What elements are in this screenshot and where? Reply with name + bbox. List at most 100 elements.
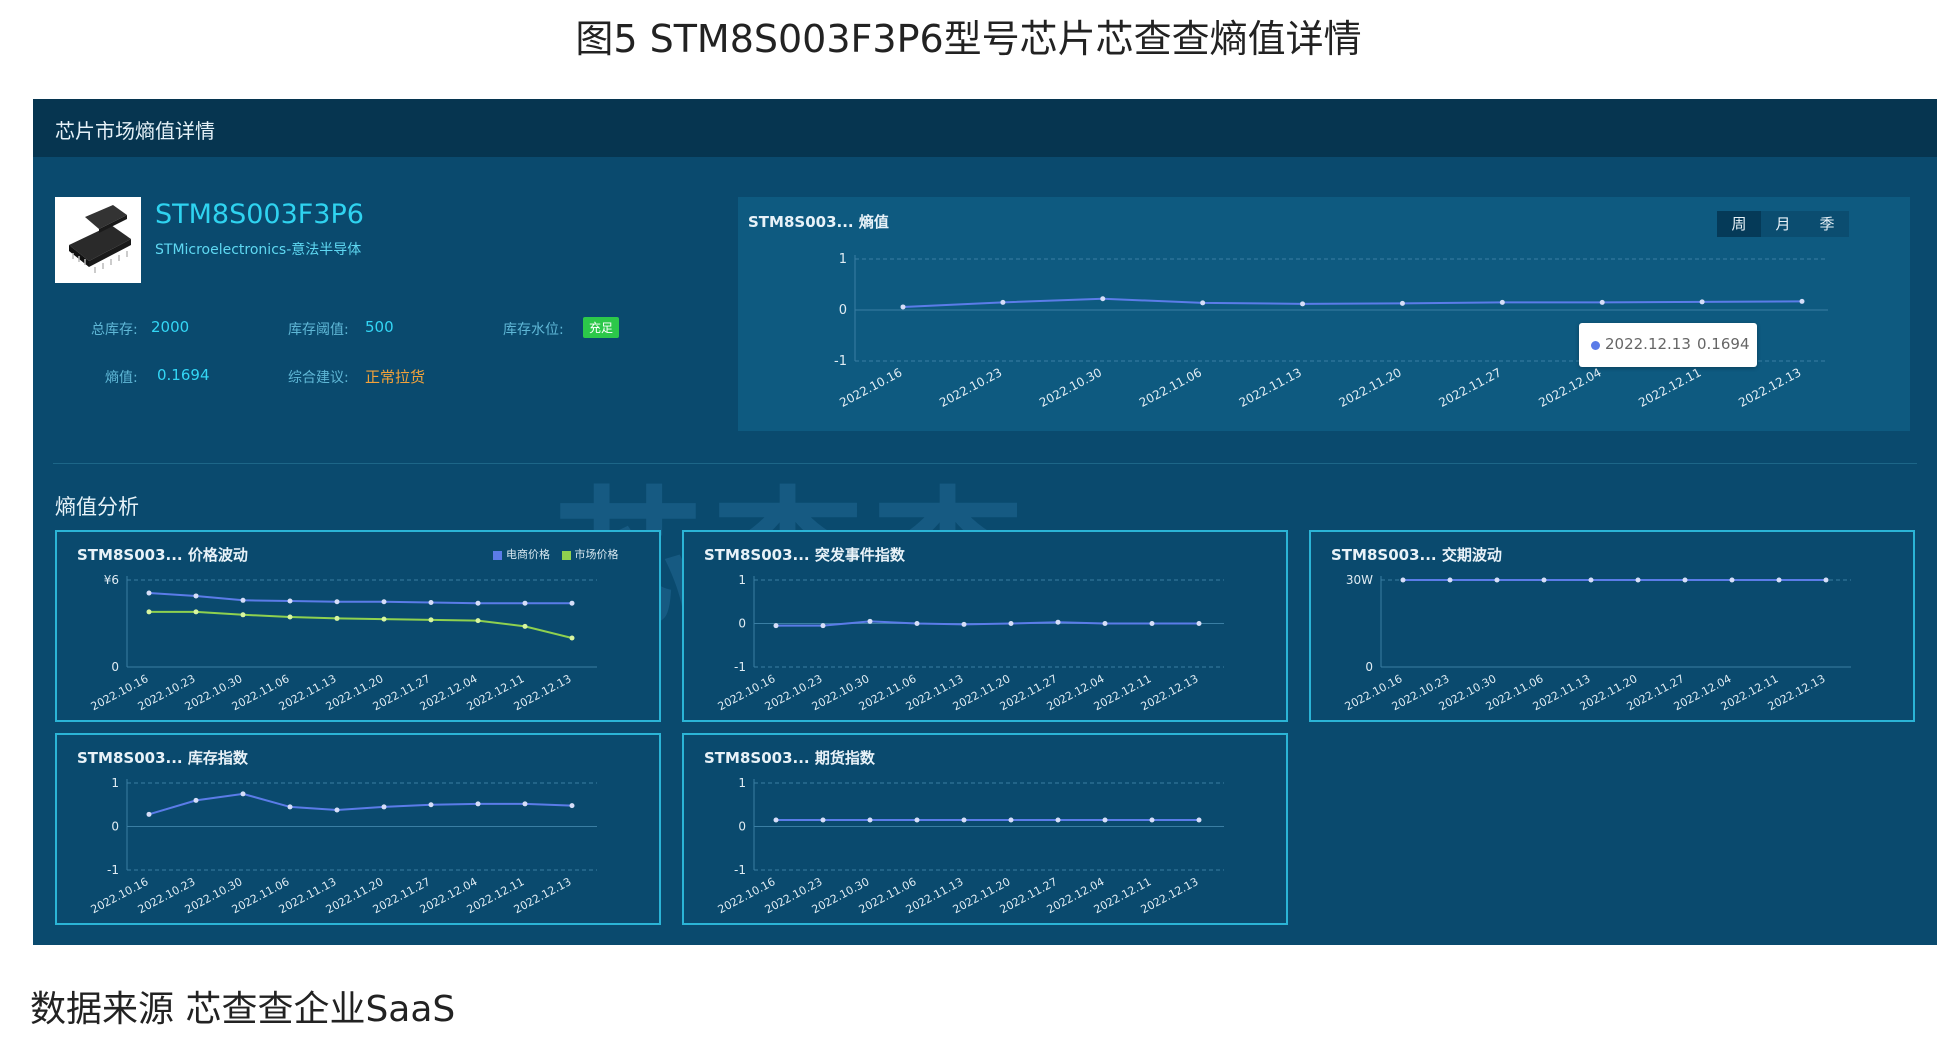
price-chart: ¥602022.10.162022.10.232022.10.302022.11…	[89, 573, 597, 713]
y-tick-label: 0	[839, 303, 847, 318]
data-point	[334, 599, 340, 605]
data-point	[1008, 817, 1014, 823]
data-point	[334, 807, 340, 813]
data-point	[1729, 577, 1735, 583]
section-divider	[53, 463, 1917, 464]
data-point	[287, 598, 293, 604]
data-point	[914, 817, 920, 823]
data-point	[1499, 299, 1505, 305]
series-line	[149, 610, 573, 639]
data-point	[146, 811, 152, 817]
header-title: 芯片市场熵值详情	[55, 119, 215, 143]
data-point	[1055, 619, 1061, 625]
y-tick-label: 1	[738, 776, 746, 790]
x-tick-label: 2022.11.27	[1436, 365, 1503, 410]
stock-chart: 10-12022.10.162022.10.232022.10.302022.1…	[89, 776, 597, 916]
data-point	[287, 804, 293, 810]
data-point	[1100, 296, 1106, 302]
data-point	[428, 802, 434, 808]
data-point	[240, 597, 246, 603]
event-chart-title: STM8S003... 突发事件指数	[704, 546, 905, 564]
data-point	[900, 304, 906, 310]
legend-market: 市场价格	[574, 548, 619, 561]
data-point	[1008, 621, 1014, 626]
futures-chart-title: STM8S003... 期货指数	[704, 749, 875, 767]
total-stock-label: 总库存:	[91, 322, 138, 338]
y-tick-label: 0	[738, 820, 746, 834]
data-point	[475, 600, 481, 606]
section-title: 熵值分析	[55, 495, 139, 519]
x-tick-label: 2022.12.13	[1736, 365, 1803, 410]
entropy-tooltip: 2022.12.13 0.1694	[1579, 323, 1757, 367]
y-tick-label: 0	[738, 617, 746, 631]
data-point	[1699, 299, 1705, 305]
stock-chart-title: STM8S003... 库存指数	[77, 749, 248, 767]
data-point	[569, 600, 575, 606]
lead-chart: 30W02022.10.162022.10.232022.10.302022.1…	[1343, 573, 1851, 713]
y-tick-label: 0	[1365, 660, 1373, 674]
entropy-chart-title: STM8S003... 熵值	[748, 213, 889, 231]
series-line	[148, 792, 573, 816]
y-tick-label: 1	[111, 776, 119, 790]
data-point	[240, 791, 246, 797]
tab-month[interactable]: 月	[1761, 211, 1805, 237]
chip-name: STM8S003F3P6	[155, 199, 364, 230]
data-point	[522, 600, 528, 606]
event-chart: 10-12022.10.162022.10.232022.10.302022.1…	[716, 573, 1224, 713]
data-point	[1776, 577, 1782, 583]
data-point	[146, 590, 152, 596]
data-point	[1196, 817, 1202, 823]
x-tick-label: 2022.12.04	[1536, 365, 1603, 410]
legend-ecommerce: 电商价格	[506, 548, 550, 561]
x-tick-label: 2022.10.16	[837, 365, 904, 410]
x-tick-label: 2022.11.06	[1137, 365, 1204, 410]
y-tick-label: -1	[834, 354, 847, 369]
advice-label: 综合建议:	[288, 370, 349, 386]
data-point	[428, 599, 434, 605]
data-point	[1000, 299, 1006, 305]
data-point	[1541, 577, 1547, 583]
data-point	[1149, 621, 1155, 626]
data-point	[1149, 817, 1155, 823]
x-tick-label: 2022.10.23	[937, 365, 1004, 410]
data-point	[1799, 298, 1805, 304]
data-point	[428, 617, 434, 623]
series-line	[902, 297, 1803, 308]
data-point	[146, 609, 152, 615]
y-tick-label: -1	[107, 863, 119, 877]
data-point	[522, 801, 528, 807]
stock-level-label: 库存水位:	[503, 322, 564, 338]
data-point	[1400, 577, 1406, 583]
y-tick-label: -1	[734, 660, 746, 674]
y-tick-label: 0	[111, 820, 119, 834]
chip-maker: STMicroelectronics-意法半导体	[155, 242, 362, 258]
data-point	[569, 803, 575, 809]
data-point	[193, 797, 199, 803]
data-point	[1588, 577, 1594, 583]
entropy-label: 熵值:	[105, 370, 138, 386]
x-tick-label: 2022.11.13	[1237, 365, 1304, 410]
data-point	[1196, 621, 1202, 626]
y-tick-label: ¥6	[104, 573, 119, 587]
data-point	[287, 614, 293, 620]
price-chart-title: STM8S003... 价格波动	[77, 546, 248, 564]
chip-image	[55, 197, 141, 283]
y-tick-label: 1	[839, 252, 847, 267]
tab-quarter[interactable]: 季	[1805, 211, 1849, 237]
x-tick-label: 2022.10.30	[1037, 365, 1104, 410]
data-point	[1447, 577, 1453, 583]
data-point	[334, 615, 340, 621]
data-point	[1823, 577, 1829, 583]
data-point	[820, 817, 826, 823]
tab-week[interactable]: 周	[1717, 211, 1761, 237]
tooltip-date: 2022.12.13	[1605, 335, 1691, 353]
entropy-value: 0.1694	[157, 366, 210, 384]
data-point	[961, 621, 967, 627]
y-tick-label: -1	[734, 863, 746, 877]
data-point	[475, 618, 481, 624]
threshold-value: 500	[365, 318, 394, 336]
